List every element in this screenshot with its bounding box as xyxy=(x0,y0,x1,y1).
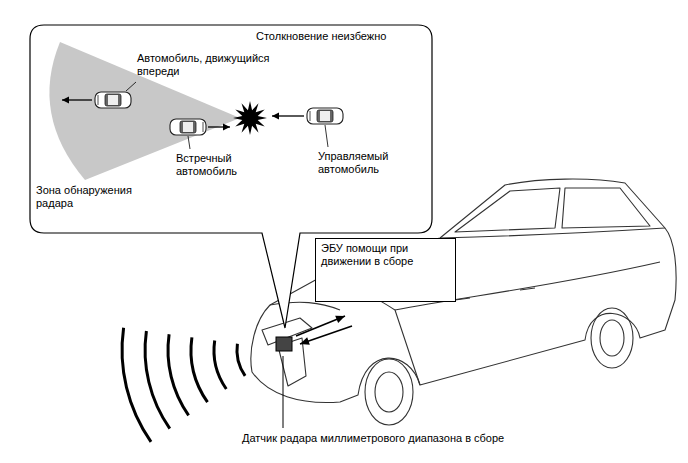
vehicle-label: Управляемый автомобиль xyxy=(318,150,406,176)
ecu-box: ЭБУ помощи при движении в сборе xyxy=(315,238,456,302)
vehicle-label: Автомобиль, движущийся впереди xyxy=(137,52,287,78)
vehicle-label: Встречный автомобиль xyxy=(176,152,258,178)
ecu-label: ЭБУ помощи при движении в сборе xyxy=(321,242,451,268)
zone-label: Зона обнаружения радара xyxy=(36,184,148,210)
callout-heading: Столкновение неизбежно xyxy=(256,30,386,43)
part-label: Датчик радара миллиметрового диапазона в… xyxy=(242,432,504,445)
